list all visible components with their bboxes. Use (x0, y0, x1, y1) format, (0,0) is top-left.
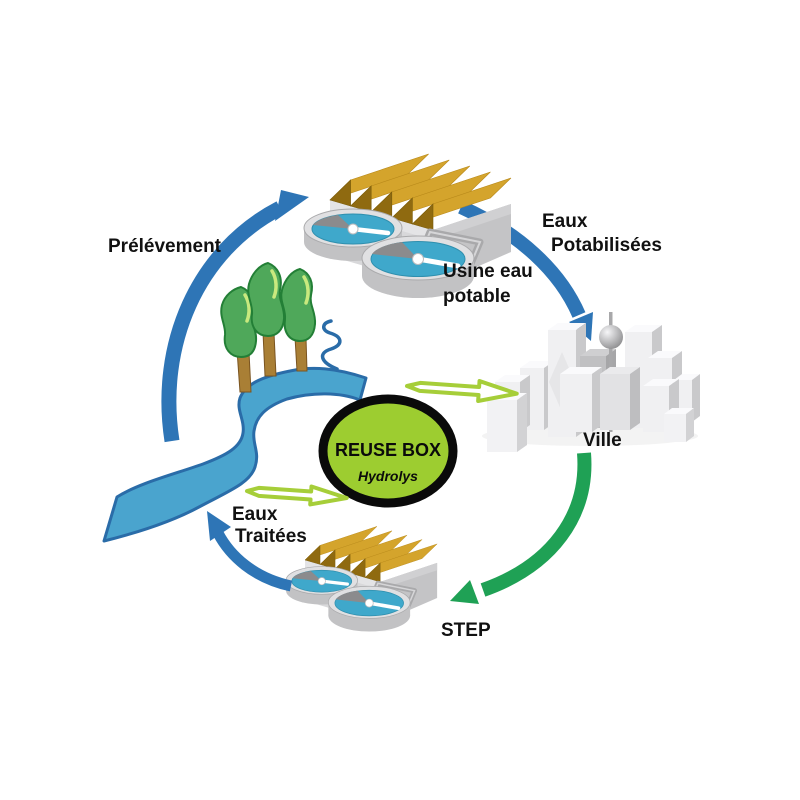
to-step-arrow (450, 452, 592, 604)
treated-to-reuse-arrow (245, 484, 349, 507)
reuse-box-circle (318, 394, 458, 508)
building-side (686, 408, 694, 442)
building-top (580, 349, 616, 356)
building-side (630, 367, 640, 430)
building-side (592, 367, 602, 432)
tree-canopy (247, 261, 286, 338)
label-eaux-potabilisees-line2: Potabilisées (551, 235, 662, 256)
tree (280, 267, 317, 372)
reuse-box-badge: REUSE BOX Hydrolys (318, 394, 458, 508)
building-top (664, 408, 694, 414)
reuse-to-city-arrow (405, 379, 519, 403)
label-usine-line2: potable (443, 286, 511, 307)
prelevement-arc (161, 201, 284, 443)
tree-highlight (270, 269, 278, 299)
outline-arrow-shape (245, 484, 349, 507)
label-ville: Ville (583, 430, 622, 451)
trees (220, 261, 317, 393)
building-top (495, 375, 530, 382)
city-building (487, 393, 527, 452)
outline-arrow-shape (405, 379, 519, 403)
tower-sphere (599, 325, 623, 349)
building-top (560, 367, 602, 374)
building-top (548, 323, 586, 330)
building-top (600, 367, 640, 374)
to-step-arc (480, 452, 592, 597)
building-front (600, 374, 630, 430)
treated-water-arrow (207, 511, 293, 592)
tree-highlight (302, 275, 310, 305)
to-step-arrowhead (450, 580, 479, 604)
building-top (674, 374, 700, 380)
building-front (643, 386, 669, 432)
treated-water-arc (213, 530, 293, 592)
tree (247, 261, 286, 377)
reuse-box-sublabel: Hydrolys (358, 468, 418, 484)
building-top (520, 361, 554, 368)
reuse-box-label: REUSE BOX (335, 440, 441, 460)
city-building (560, 367, 602, 432)
tree-trunk (294, 336, 308, 372)
building-front (664, 414, 686, 442)
tree-trunk (262, 331, 277, 377)
label-step: STEP (441, 620, 491, 641)
label-prelevement: Prélévement (108, 236, 222, 257)
city (482, 312, 700, 452)
city-building (664, 408, 694, 442)
building-front (487, 400, 517, 452)
tree-canopy (280, 267, 317, 343)
label-usine-line1: Usine eau (443, 261, 533, 282)
building-top (625, 325, 662, 332)
treated-water-arrowhead (207, 511, 231, 541)
tree-highlight (243, 293, 251, 323)
label-eaux-traitees-line2: Traitées (235, 526, 307, 547)
city-building (600, 367, 640, 430)
prelevement-arrow (161, 190, 309, 443)
label-eaux-traitees-line1: Eaux (232, 504, 278, 525)
prelevement-arrowhead (275, 190, 309, 221)
building-front (560, 374, 592, 432)
building-top (643, 379, 679, 386)
building-top (648, 351, 682, 358)
label-eaux-potabilisees-line1: Eaux (542, 211, 588, 232)
sewage-plant-step (286, 526, 437, 631)
building-side (517, 393, 527, 452)
river-source-squiggle (320, 319, 342, 371)
